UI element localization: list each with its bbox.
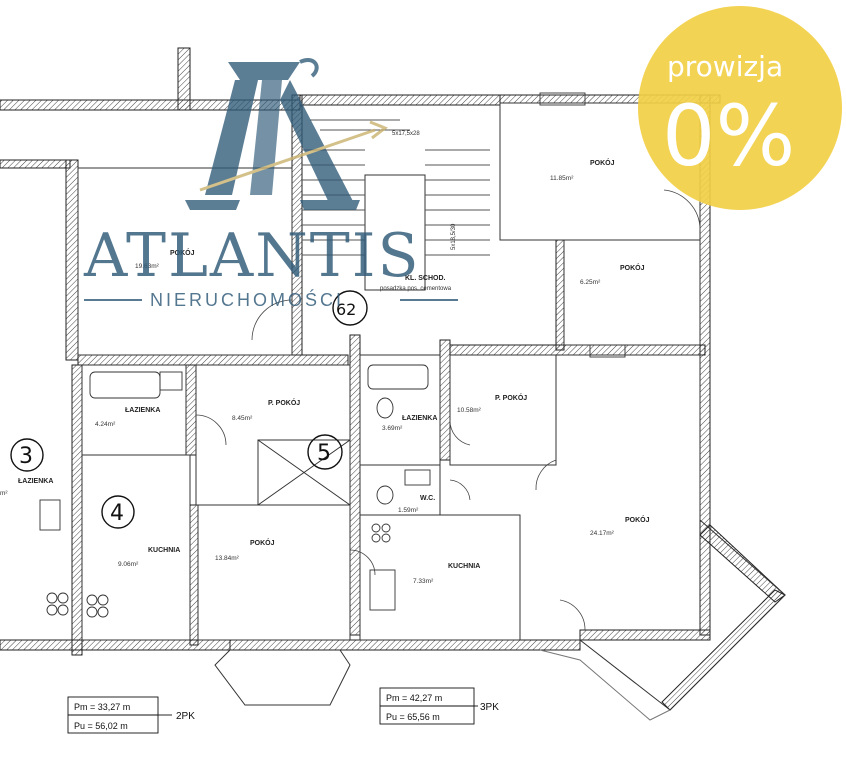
stairs-sub: posadzka pos. cementowa xyxy=(380,286,452,292)
room-label: KUCHNIA xyxy=(448,563,480,570)
room-label: ŁAZIENKA xyxy=(402,415,437,422)
summary-2pk: Pm = 33,27 m Pu = 56,02 m 2PK xyxy=(67,696,195,734)
atlantis-logo: ATLANTIS NIERUCHOMOŚCI xyxy=(83,58,458,310)
room-label: KUCHNIA xyxy=(148,547,180,554)
room-area: 19.63m² xyxy=(135,263,160,270)
stairs-dim: 5x17,5x28 xyxy=(392,131,420,137)
pu-value: Pu = 56,02 m xyxy=(74,721,128,731)
room-label: W.C. xyxy=(420,495,435,502)
unit-numbers: 3 4 5 62 xyxy=(10,290,368,529)
room-label: POKÓJ xyxy=(250,538,275,547)
stairs-label: KL. SCHOD. xyxy=(405,275,446,282)
room-area: 6.25m² xyxy=(580,279,601,286)
unit-number-4: 4 xyxy=(110,501,124,526)
room-lines xyxy=(77,102,786,721)
badge-value: 0% xyxy=(662,87,795,185)
room-area: 9.06m² xyxy=(118,561,139,568)
room-area: 4.24m² xyxy=(95,421,116,428)
commission-badge: prowizja 0% xyxy=(638,6,842,210)
badge-word: prowizja xyxy=(667,50,783,83)
apartment-tag: 2PK xyxy=(176,711,195,722)
unit-number-62: 62 xyxy=(336,300,356,319)
unit-number-5: 5 xyxy=(317,441,331,466)
room-label: ŁAZIENKA xyxy=(18,478,53,485)
stairs-dim: 5x18,5/30 xyxy=(451,223,457,250)
room-labels: POKÓJ 19.63m² POKÓJ 11.85m² POKÓJ 6.25m²… xyxy=(0,131,650,585)
room-label: P. POKÓJ xyxy=(495,393,527,402)
room-label: ŁAZIENKA xyxy=(125,407,160,414)
room-label: POKÓJ xyxy=(625,515,650,524)
room-area: 10.58m² xyxy=(457,407,482,414)
fixtures xyxy=(39,92,626,618)
room-area: 3.69m² xyxy=(382,425,403,432)
room-area: 8.45m² xyxy=(232,415,253,422)
room-area: 7.33m² xyxy=(413,578,434,585)
room-label: POKÓJ xyxy=(620,263,645,272)
room-area: 11.85m² xyxy=(550,175,574,182)
room-area: 13.84m² xyxy=(215,555,240,562)
door-swings xyxy=(195,189,701,631)
room-area: 24.17m² xyxy=(590,530,615,537)
pm-value: Pm = 33,27 m xyxy=(74,702,130,712)
room-area: 1.59m² xyxy=(398,507,419,514)
column-emblem-icon xyxy=(185,58,389,210)
logo-subtitle: NIERUCHOMOŚCI xyxy=(150,289,344,310)
room-label: POKÓJ xyxy=(590,158,615,167)
room-label: P. POKÓJ xyxy=(268,398,300,407)
logo-title: ATLANTIS xyxy=(83,221,421,291)
room-label: POKÓJ xyxy=(170,248,195,257)
unit-number-3: 3 xyxy=(19,444,33,469)
pu-value: Pu = 65,56 m xyxy=(386,712,440,722)
apartment-tag: 3PK xyxy=(480,702,499,713)
summary-3pk: Pm = 42,27 m Pu = 65,56 m 3PK xyxy=(379,687,499,725)
room-area: m² xyxy=(0,490,8,497)
pm-value: Pm = 42,27 m xyxy=(386,693,442,703)
